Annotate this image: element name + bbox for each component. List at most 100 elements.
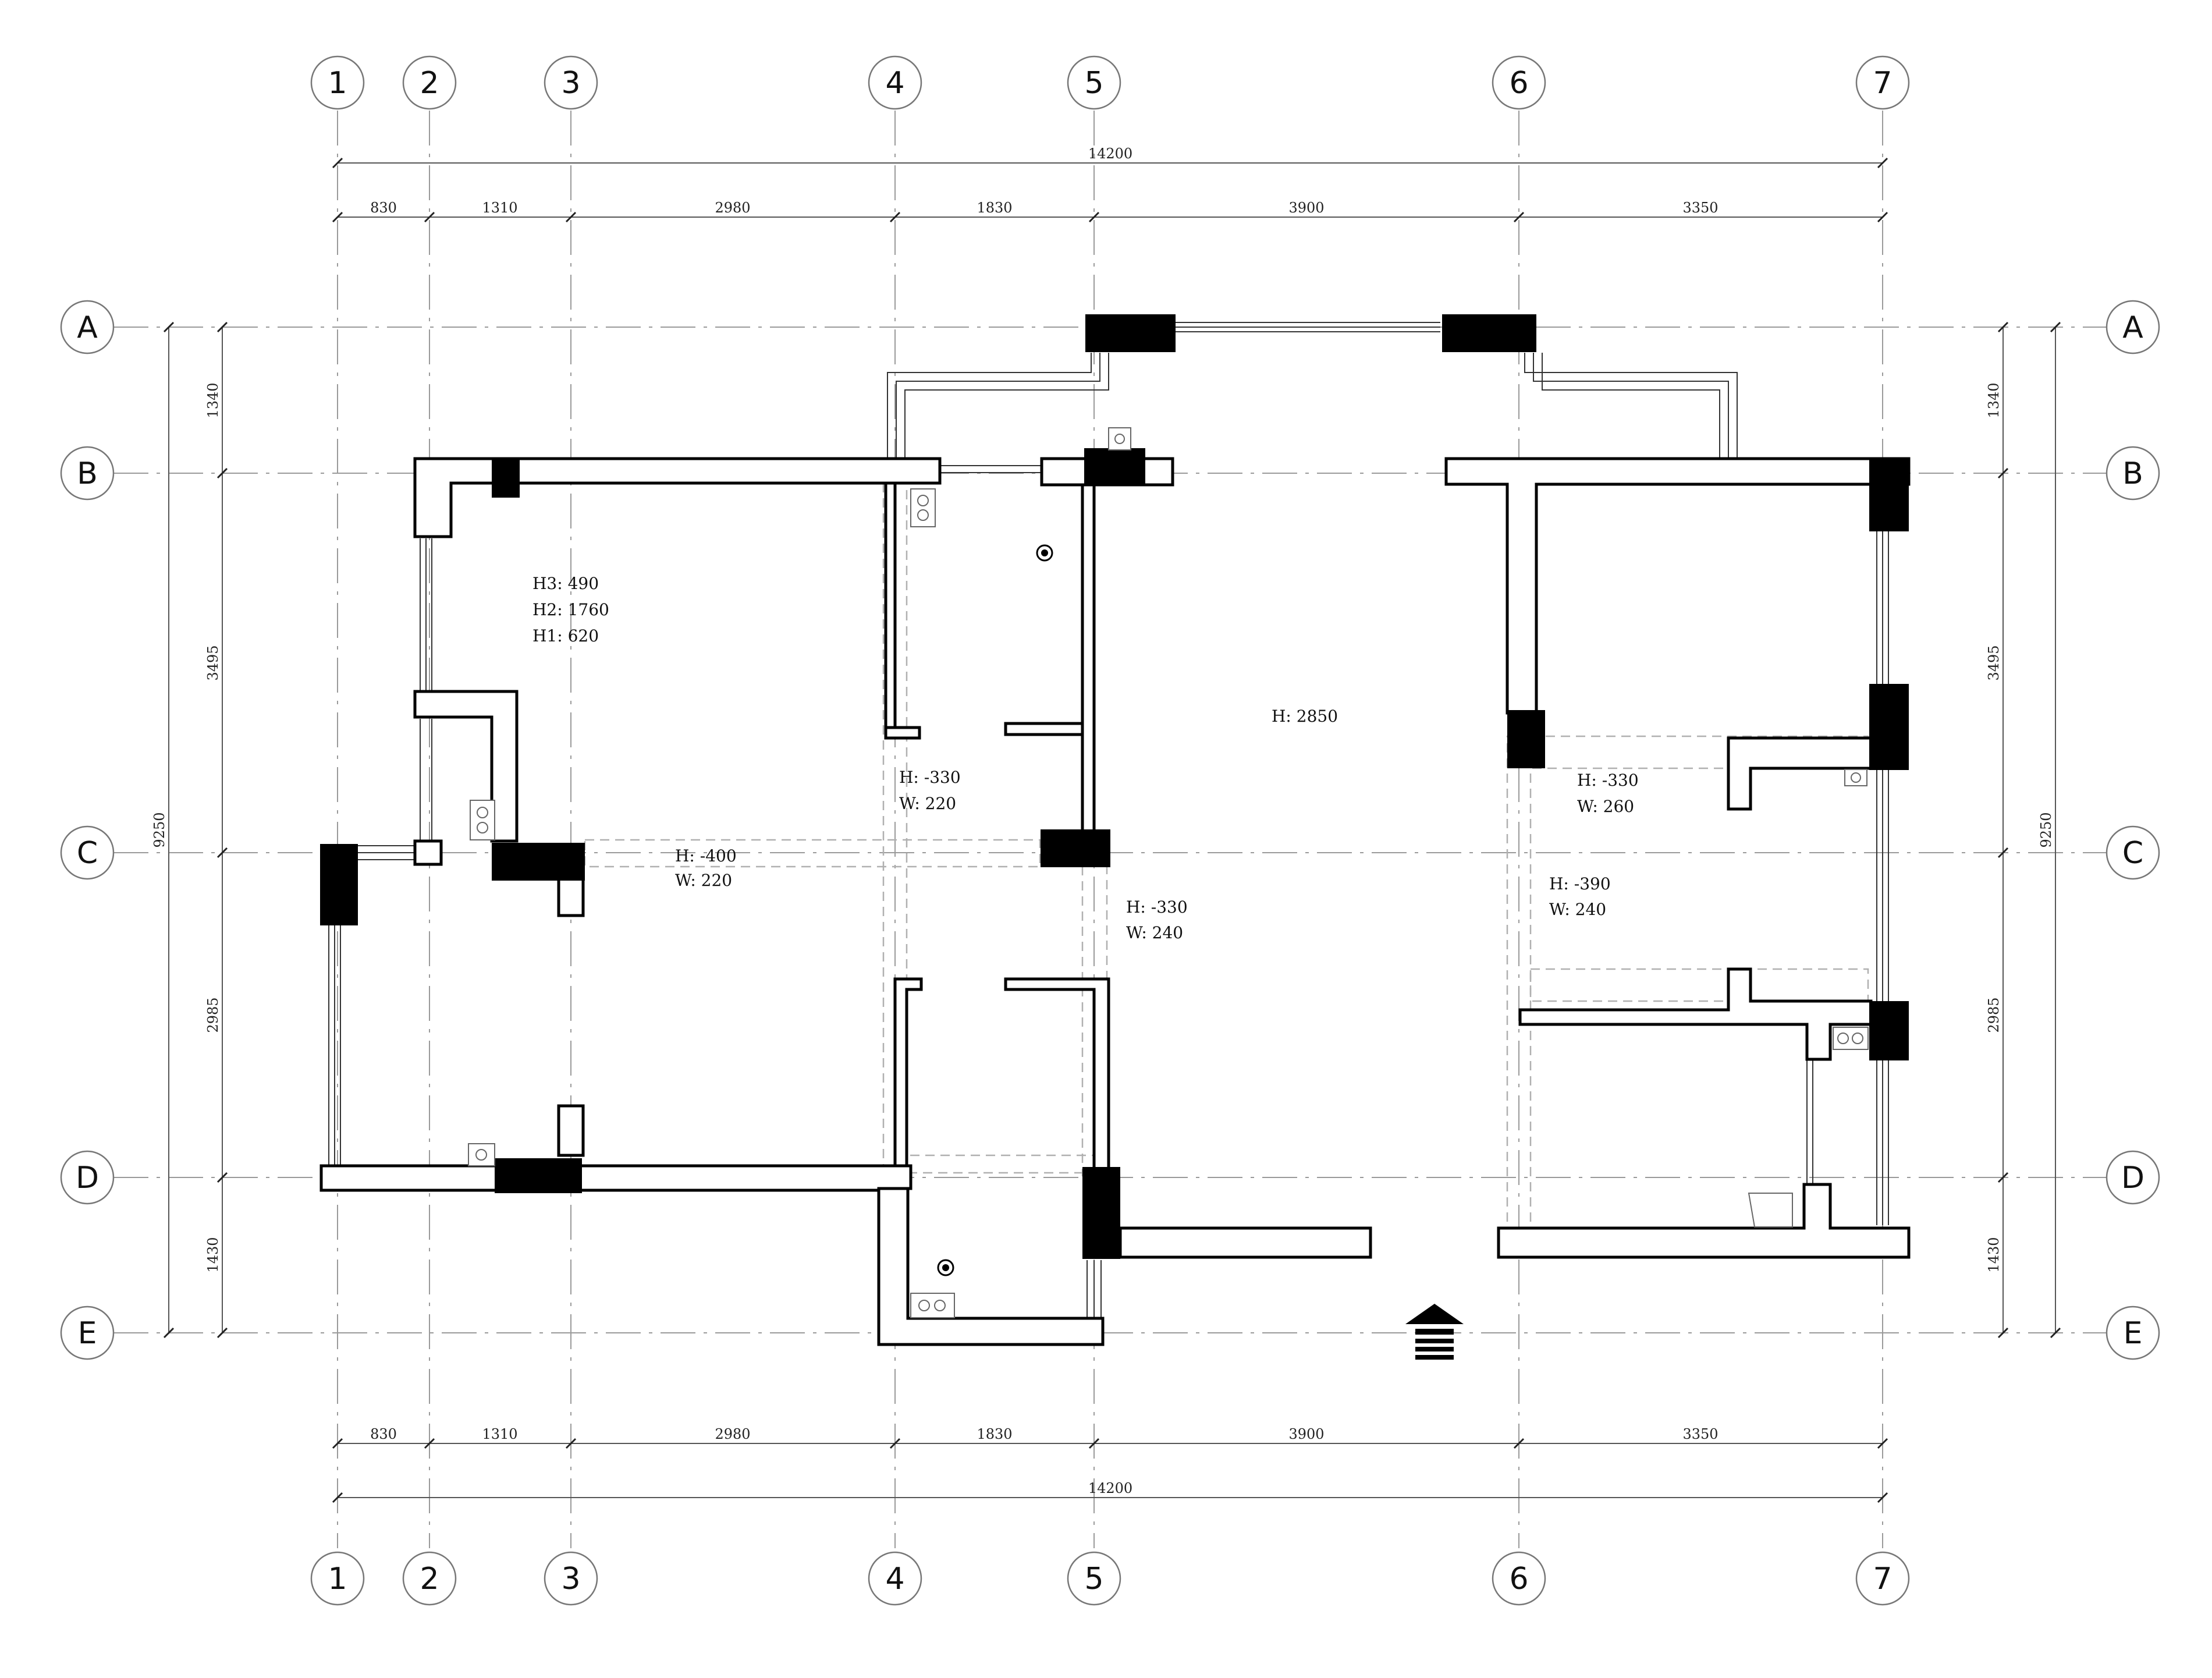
structural-column <box>1442 314 1536 352</box>
bottom-dim-segment: 830 <box>370 1426 397 1442</box>
meter-box-icon <box>1748 1193 1793 1228</box>
left-dim-segment: 2985 <box>205 997 221 1033</box>
axis-label: 5 <box>1084 1562 1103 1597</box>
dim-tick <box>1088 211 1100 223</box>
beam-note: H: -330 <box>1126 897 1188 917</box>
dim-tick <box>1877 1438 1888 1449</box>
axis-label: E <box>78 1316 97 1351</box>
axis-label: 7 <box>1873 66 1892 101</box>
axis-label: E <box>2124 1316 2143 1351</box>
structural-column <box>1082 1167 1120 1259</box>
wall <box>884 481 897 735</box>
beam-note: W: 240 <box>1126 923 1183 942</box>
drain-fixture <box>910 488 936 527</box>
floor-drain-icon <box>1041 549 1048 556</box>
top-dim-segment: 830 <box>370 200 397 216</box>
wall <box>1081 481 1096 834</box>
beam-note: H: -330 <box>899 768 961 787</box>
drain-icon <box>477 807 488 818</box>
beam-note: W: 240 <box>1549 900 1606 919</box>
axis-bubble <box>1492 1551 1546 1606</box>
bottom-dim-segment: 3350 <box>1682 1426 1718 1442</box>
wall <box>319 1164 913 1192</box>
dim-tick <box>889 1438 901 1449</box>
wall <box>413 839 443 866</box>
dim-tick <box>1877 211 1888 223</box>
beam-outline <box>894 1154 1095 1174</box>
dim-tick <box>163 1327 175 1339</box>
dim-tick <box>1997 1172 2009 1183</box>
bottom-dim-segment: 1830 <box>977 1426 1012 1442</box>
axis-label: B <box>2122 456 2143 491</box>
wall <box>413 457 942 538</box>
row-bubbles-right: A B C D E <box>2106 300 2160 1360</box>
axis-label: 6 <box>1509 66 1528 101</box>
axis-bubble <box>868 55 922 110</box>
dim-tick <box>2050 321 2061 333</box>
axis-label: 4 <box>885 66 904 101</box>
dim-tick <box>1513 211 1525 223</box>
beam-note: H: -400 <box>675 846 737 865</box>
entrance-arrow-bar <box>1415 1329 1454 1335</box>
windows <box>328 322 1889 1318</box>
dim-tick <box>889 211 901 223</box>
dim-tick <box>216 1327 228 1339</box>
dim-tick <box>216 467 228 479</box>
annotations: H3: 490 H2: 1760 H1: 620 H: 2850 H: -400… <box>532 574 1639 942</box>
dim-tick <box>565 211 577 223</box>
axis-bubble <box>2106 300 2160 354</box>
left-dim-segment: 3495 <box>205 645 221 680</box>
wall <box>1497 1183 1911 1259</box>
axis-label: 2 <box>420 1562 439 1597</box>
wall <box>893 977 923 1168</box>
axis-bubble <box>60 1150 115 1205</box>
axis-bubble <box>544 1551 598 1606</box>
axis-label: D <box>76 1161 99 1195</box>
top-dim-segment: 1830 <box>977 200 1012 216</box>
right-dim-segment: 1340 <box>1986 382 2002 418</box>
window-frame <box>904 353 1109 460</box>
beam-note: W: 220 <box>675 871 732 890</box>
right-dimensions: 1340 3495 2985 1430 9250 <box>1986 321 2061 1339</box>
wall <box>877 1187 1105 1346</box>
structural-column <box>1869 684 1909 770</box>
axis-label: C <box>2122 836 2143 871</box>
dim-tick <box>424 1438 435 1449</box>
bottom-dim-segment: 3900 <box>1288 1426 1324 1442</box>
axis-bubble <box>60 825 115 880</box>
dim-tick <box>1877 157 1888 169</box>
drain-icon <box>477 822 488 833</box>
axis-label: 5 <box>1084 66 1103 101</box>
beam-outline <box>1529 968 1869 1002</box>
dim-tick <box>216 321 228 333</box>
dim-tick <box>424 211 435 223</box>
axis-label: 3 <box>561 1562 580 1597</box>
dim-tick <box>332 211 343 223</box>
drain-icon <box>1837 1033 1849 1044</box>
row-bubbles-left: A B C D E <box>60 300 115 1360</box>
drain-icon <box>1852 1033 1863 1044</box>
wall <box>1004 722 1093 736</box>
axis-bubble <box>1067 55 1121 110</box>
axis-label: 1 <box>328 66 347 101</box>
axis-bubble <box>310 55 365 110</box>
dim-tick <box>332 157 343 169</box>
beam-outline <box>584 839 1041 868</box>
top-dim-segment: 2980 <box>715 200 750 216</box>
wall <box>884 726 921 740</box>
dim-tick <box>332 1492 343 1503</box>
left-dim-segment: 1430 <box>205 1237 221 1272</box>
fixtures <box>468 427 1869 1318</box>
axis-bubble <box>544 55 598 110</box>
wall <box>1518 967 1873 1061</box>
dim-tick <box>2050 1327 2061 1339</box>
dim-tick <box>163 321 175 333</box>
structural-column <box>1869 1001 1909 1060</box>
window-height-note: H1: 620 <box>532 626 599 645</box>
axis-bubble <box>2106 1150 2160 1205</box>
bottom-dim-segment: 1310 <box>482 1426 517 1442</box>
walls <box>319 457 1911 1346</box>
dim-tick <box>1997 321 2009 333</box>
axis-label: C <box>77 836 98 871</box>
beam-note: W: 260 <box>1577 797 1634 816</box>
